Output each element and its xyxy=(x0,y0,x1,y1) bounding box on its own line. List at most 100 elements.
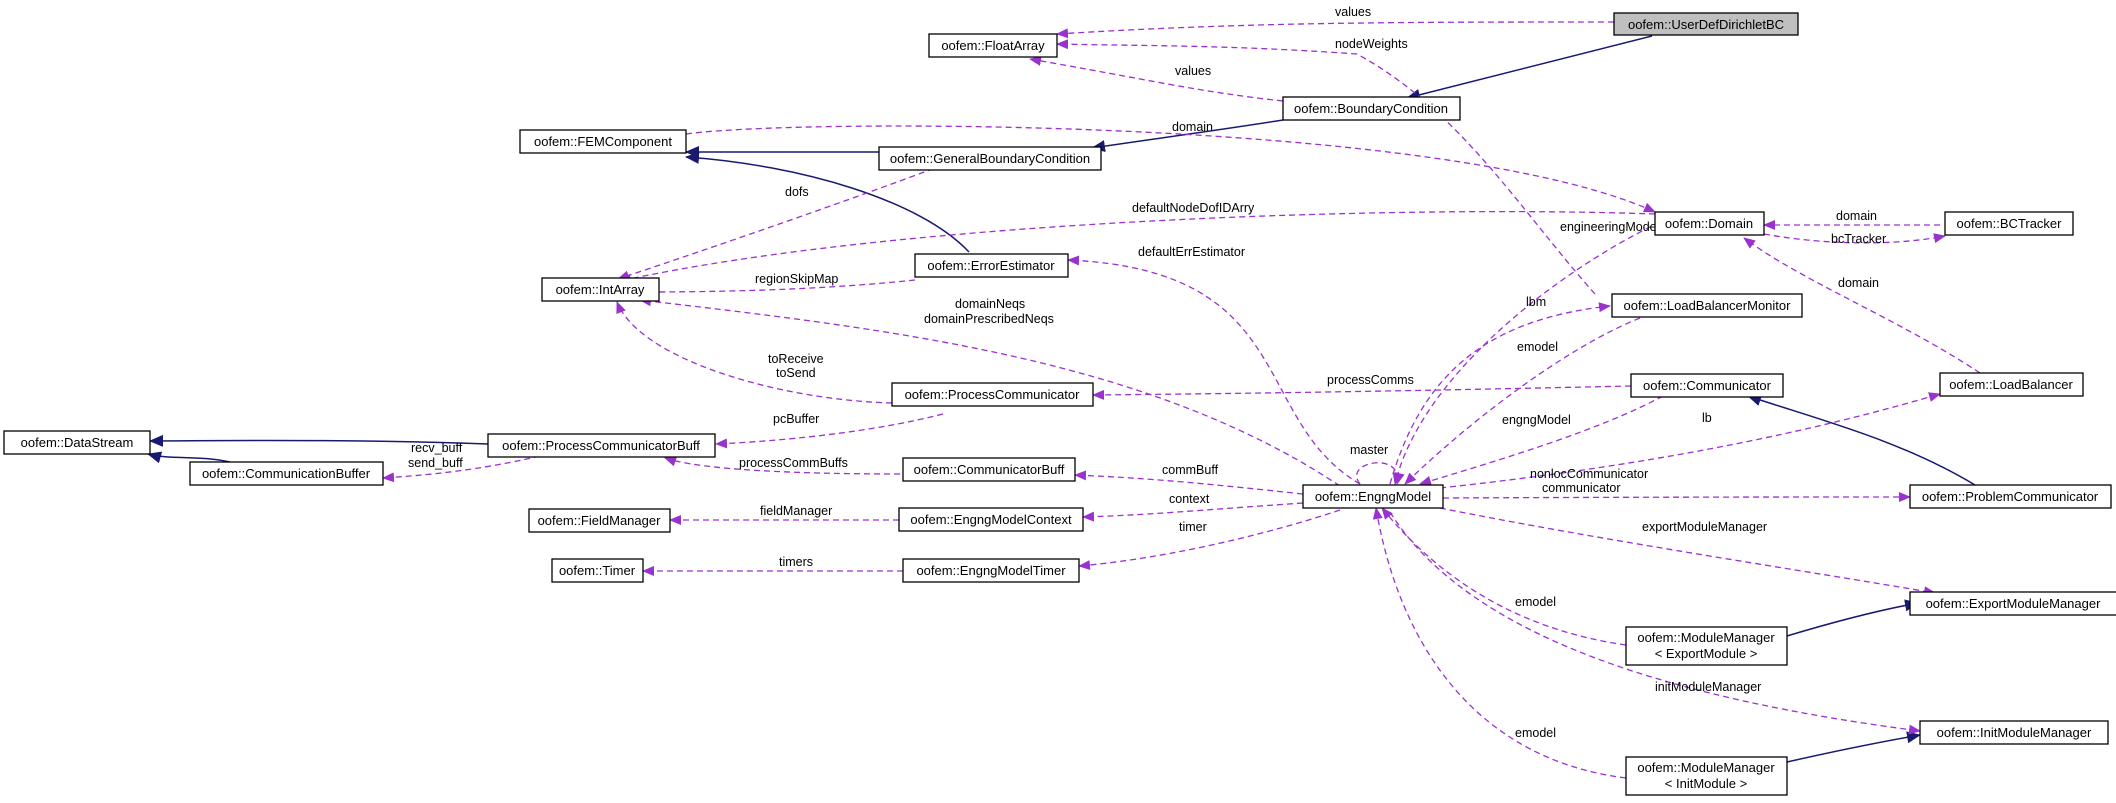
node-communicator[interactable]: oofem::Communicator xyxy=(1630,373,1784,398)
edge-recvbuff-pcbuff-commbuffer xyxy=(382,455,541,483)
edge-label: dofs xyxy=(785,185,809,199)
edge-timer-engngmodel-modeltimer xyxy=(1078,509,1341,571)
node-initmodulemanager[interactable]: oofem::InitModuleManager xyxy=(1919,720,2109,745)
node-bctracker[interactable]: oofem::BCTracker xyxy=(1944,211,2074,236)
node-label: oofem::BCTracker xyxy=(1957,216,2063,231)
edge-engineeringmodel-domain-engngmodel xyxy=(1392,221,1661,485)
node-label: oofem::ExportModuleManager xyxy=(1926,596,2102,611)
edge-userdef-inherits-boundary xyxy=(1406,35,1653,101)
edge-pcbuff-inherits-datastream xyxy=(149,434,489,447)
node-processcommunicatorbuff[interactable]: oofem::ProcessCommunicatorBuff xyxy=(487,433,716,458)
edge-commbuff-engngmodel-commbuff xyxy=(1074,470,1304,495)
edge-regionskip-errorest-intarray xyxy=(639,279,916,297)
node-modulemanager-initmodule[interactable]: oofem::ModuleManager < InitModule > xyxy=(1625,756,1788,796)
node-intarray[interactable]: oofem::IntArray xyxy=(541,277,660,302)
node-label: oofem::FieldManager xyxy=(538,513,662,528)
node-label: oofem::LoadBalancer xyxy=(1949,377,2073,392)
node-domain[interactable]: oofem::Domain xyxy=(1654,211,1765,236)
edge-label: nodeWeights xyxy=(1335,37,1408,51)
edge-label: values xyxy=(1175,64,1211,78)
node-label: oofem::IntArray xyxy=(556,282,645,297)
node-femcomponent[interactable]: oofem::FEMComponent xyxy=(519,129,687,154)
edge-bctracker-domain-bctracker xyxy=(1763,233,1946,244)
edge-label: initModuleManager xyxy=(1655,680,1761,694)
node-loadbalancermonitor[interactable]: oofem::LoadBalancerMonitor xyxy=(1611,293,1803,318)
node-processcommunicator[interactable]: oofem::ProcessCommunicator xyxy=(891,382,1094,407)
edge-defaulterr-engngmodel-errorest xyxy=(1067,255,1361,485)
node-label: oofem::CommunicatorBuff xyxy=(914,462,1065,477)
node-communicationbuffer[interactable]: oofem::CommunicationBuffer xyxy=(189,461,384,486)
nodes: oofem::UserDefDirichletBC oofem::FloatAr… xyxy=(3,12,2116,796)
edge-label: processComms xyxy=(1327,373,1414,387)
edge-emodel-lbmonitor-engngmodel xyxy=(1404,317,1641,485)
edge-label: timers xyxy=(779,555,813,569)
node-floatarray[interactable]: oofem::FloatArray xyxy=(928,33,1058,58)
node-label: oofem::UserDefDirichletBC xyxy=(1628,17,1784,32)
node-label-template: < ExportModule > xyxy=(1655,646,1758,661)
node-userdefdirichletbc[interactable]: oofem::UserDefDirichletBC xyxy=(1613,12,1799,36)
node-fieldmanager[interactable]: oofem::FieldManager xyxy=(528,508,671,533)
edge-label: recv_buff xyxy=(411,441,463,455)
edge-emodel-mminit-engngmodel xyxy=(1372,507,1627,779)
node-generalboundarycondition[interactable]: oofem::GeneralBoundaryCondition xyxy=(878,146,1102,171)
edge-labels: values nodeWeights values domain dofs de… xyxy=(408,5,1886,740)
node-label: oofem::ErrorEstimator xyxy=(927,258,1055,273)
edge-lb-engngmodel-loadbalancer xyxy=(1439,392,1941,489)
node-label: oofem::EngngModelTimer xyxy=(916,563,1066,578)
node-errorestimator[interactable]: oofem::ErrorEstimator xyxy=(914,253,1069,278)
edge-label: domain xyxy=(1172,120,1213,134)
edge-nodeweights-lbmonitor-floatarray xyxy=(1056,39,1596,295)
edge-label: domainPrescribedNeqs xyxy=(924,312,1054,326)
edge-label: processCommBuffs xyxy=(739,456,848,470)
node-timer[interactable]: oofem::Timer xyxy=(551,558,644,583)
edge-dofs-generalbc-intarray xyxy=(617,164,944,281)
edge-label: exportModuleManager xyxy=(1642,520,1767,534)
edge-processcommbuffs-commbuff-pcbuff xyxy=(664,456,901,475)
edge-values-boundary-floatarray xyxy=(1029,55,1284,102)
edge-nonloc-engngmodel-problemcomm xyxy=(1442,492,1911,503)
node-communicatorbuff[interactable]: oofem::CommunicatorBuff xyxy=(902,457,1076,482)
edge-master-engngmodel-self xyxy=(1356,462,1405,485)
edge-label: nonlocCommunicator xyxy=(1530,467,1648,481)
node-label: oofem::CommunicationBuffer xyxy=(202,466,371,481)
node-label: oofem::ProcessCommunicator xyxy=(905,387,1081,402)
node-engngmodeltimer[interactable]: oofem::EngngModelTimer xyxy=(902,558,1080,583)
edge-label: regionSkipMap xyxy=(755,272,838,286)
edge-label: timer xyxy=(1179,520,1207,534)
edge-defaultnode-domain-intarray xyxy=(619,210,1656,284)
edge-problemcomm-inherits-communicator xyxy=(1747,394,1976,486)
edge-label: emodel xyxy=(1517,340,1558,354)
node-label: oofem::Domain xyxy=(1665,216,1753,231)
node-datastream[interactable]: oofem::DataStream xyxy=(3,430,151,455)
node-label-template: < InitModule > xyxy=(1665,776,1747,791)
edge-mmexport-inherits-exportmm xyxy=(1786,599,1919,637)
edge-label: engngModel xyxy=(1502,413,1571,427)
edge-label: emodel xyxy=(1515,726,1556,740)
edge-engngmodel-communicator-engngmodel xyxy=(1419,395,1664,486)
edge-label: domain xyxy=(1836,209,1877,223)
edge-label: master xyxy=(1350,443,1388,457)
edge-label: engineeringModel xyxy=(1560,220,1659,234)
edge-errorest-inherits-femcomponent xyxy=(685,151,970,253)
node-exportmodulemanager[interactable]: oofem::ExportModuleManager xyxy=(1909,591,2116,616)
node-label: oofem::FEMComponent xyxy=(534,134,672,149)
edge-label: fieldManager xyxy=(760,504,832,518)
node-label: oofem::ModuleManager xyxy=(1637,630,1775,645)
edge-initmm-engngmodel-initmm xyxy=(1389,511,1921,735)
node-label: oofem::EngngModel xyxy=(1315,489,1431,504)
node-engngmodel[interactable]: oofem::EngngModel xyxy=(1302,484,1444,509)
node-loadbalancer[interactable]: oofem::LoadBalancer xyxy=(1939,372,2084,397)
edge-domain-loadbalancer-domain xyxy=(1743,237,1981,374)
edge-label: lbm xyxy=(1526,295,1546,309)
node-label: oofem::EngngModelContext xyxy=(910,512,1072,527)
edge-label: send_buff xyxy=(408,456,463,470)
edge-label: emodel xyxy=(1515,595,1556,609)
node-boundarycondition[interactable]: oofem::BoundaryCondition xyxy=(1282,96,1461,121)
node-label: oofem::LoadBalancerMonitor xyxy=(1624,298,1792,313)
node-problemcommunicator[interactable]: oofem::ProblemCommunicator xyxy=(1909,484,2112,509)
edge-commbuffer-inherits-datastream xyxy=(147,451,231,464)
edge-exportmm-engngmodel-exportmm xyxy=(1439,507,1936,597)
node-modulemanager-exportmodule[interactable]: oofem::ModuleManager < ExportModule > xyxy=(1625,626,1788,666)
edge-pcbuffer-processcomm-pcbuff xyxy=(715,413,944,449)
node-engngmodelcontext[interactable]: oofem::EngngModelContext xyxy=(898,507,1084,532)
